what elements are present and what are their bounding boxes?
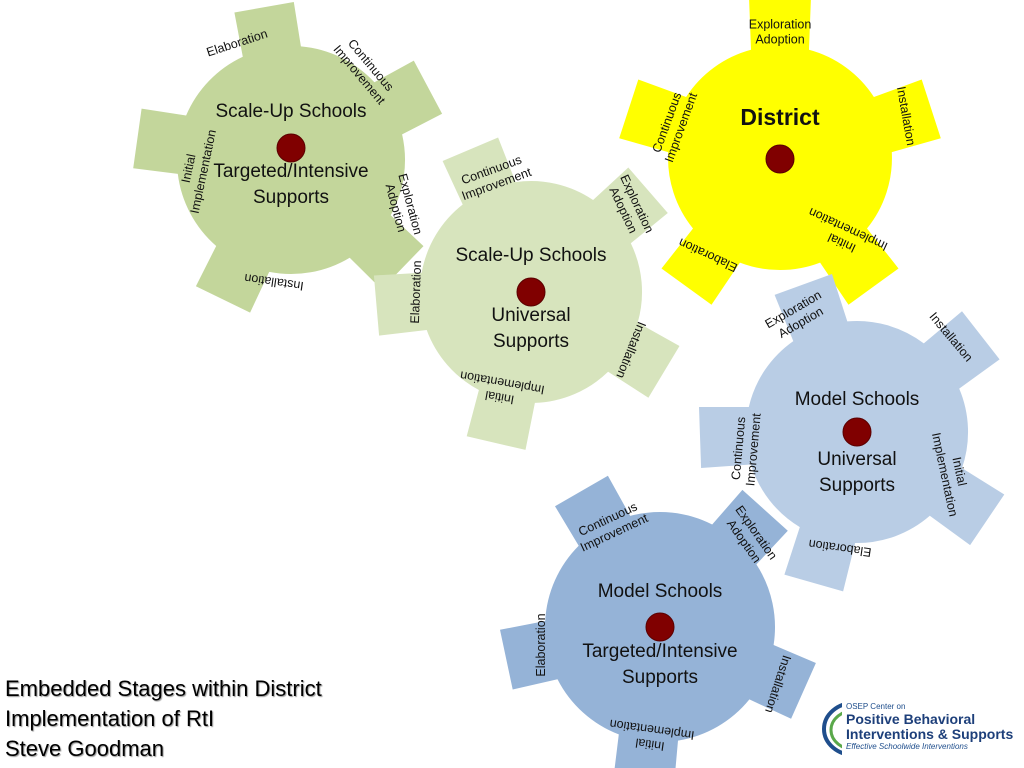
gear-title-line: Universal bbox=[491, 305, 570, 326]
caption-line-3: Steve Goodman bbox=[5, 736, 164, 761]
gear-title-line: Scale-Up Schools bbox=[455, 245, 606, 266]
tooth-label-line: Initial bbox=[179, 153, 199, 184]
logo-line-3: Interventions & Supports bbox=[846, 726, 1013, 742]
gear-hub bbox=[276, 133, 306, 163]
tooth-label: Elaboration bbox=[534, 613, 548, 676]
gear-scaleup-targeted: Scale-Up SchoolsTargeted/IntensiveSuppor… bbox=[133, 2, 443, 313]
gear-title-line: Scale-Up Schools bbox=[215, 101, 366, 122]
tooth-label-line: Initial bbox=[484, 388, 515, 407]
gear-title-line: Targeted/Intensive bbox=[213, 161, 368, 182]
gear-title-line: Targeted/Intensive bbox=[582, 641, 737, 662]
tooth-label: Elaboration bbox=[408, 260, 424, 324]
tooth-label-line: Elaboration bbox=[534, 613, 548, 676]
gear-scaleup-universal: Scale-Up SchoolsUniversalSupportsContinu… bbox=[373, 137, 680, 450]
tooth-label-line: Initial bbox=[949, 456, 969, 487]
gear-model-targeted: Model SchoolsTargeted/IntensiveSupportsC… bbox=[500, 475, 816, 768]
tooth-label-line: Elaboration bbox=[408, 260, 424, 324]
logo-line-2: Positive Behavioral bbox=[846, 711, 975, 727]
gear-title-line: District bbox=[740, 104, 820, 130]
gear-hub bbox=[765, 144, 795, 174]
gear-title-line: Supports bbox=[493, 331, 569, 352]
caption-line-1: Embedded Stages within District bbox=[5, 676, 322, 701]
tooth-label-line: Improvement bbox=[743, 412, 763, 486]
gear-title-line: Universal bbox=[817, 449, 896, 470]
tooth-label-line: Exploration bbox=[749, 18, 812, 32]
gear-district: DistrictExplorationAdoptionInstallationI… bbox=[619, 0, 941, 305]
gear-hub bbox=[842, 417, 872, 447]
gear-title-line: Supports bbox=[819, 475, 895, 496]
tooth-label-line: Initial bbox=[635, 735, 666, 753]
gear-title-line: Model Schools bbox=[598, 581, 723, 602]
gear-model-universal: Model SchoolsUniversalSupportsExploratio… bbox=[699, 274, 1005, 592]
pbis-logo: OSEP Center on Positive Behavioral Inter… bbox=[822, 701, 1020, 757]
gear-title-line: Supports bbox=[253, 187, 329, 208]
gear-hub bbox=[645, 612, 675, 642]
tooth-label-line: Continuous bbox=[729, 416, 748, 480]
gear-title-line: Supports bbox=[622, 667, 698, 688]
tooth-label-line: Adoption bbox=[755, 33, 804, 47]
slide-caption: Embedded Stages within District Implemen… bbox=[5, 674, 322, 764]
logo-line-4: Effective Schoolwide Interventions bbox=[846, 742, 968, 751]
caption-line-2: Implementation of RtI bbox=[5, 706, 215, 731]
gear-hub bbox=[516, 277, 546, 307]
gear-title-line: Model Schools bbox=[795, 389, 920, 410]
logo-line-1: OSEP Center on bbox=[846, 702, 905, 711]
